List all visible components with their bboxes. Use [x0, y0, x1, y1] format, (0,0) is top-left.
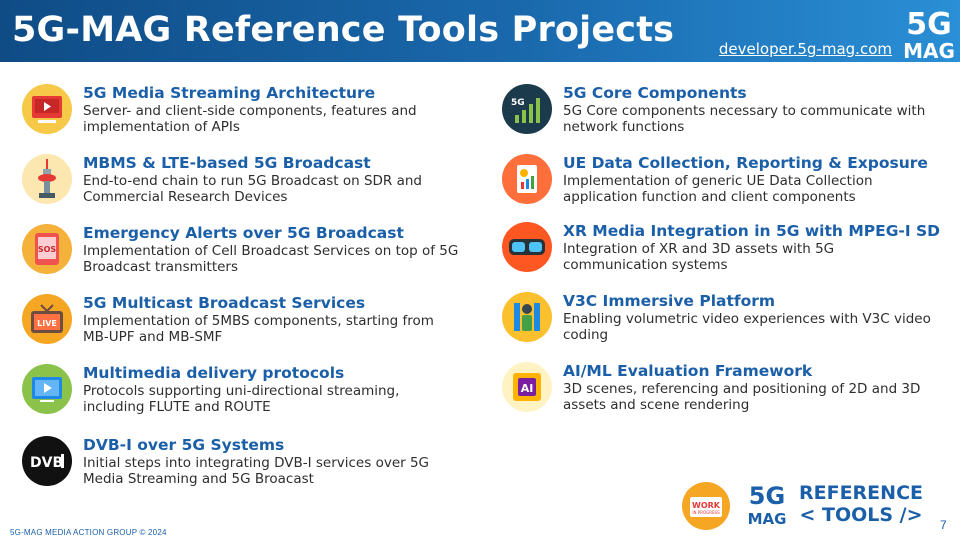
project-title: UE Data Collection, Reporting & Exposure [563, 154, 928, 172]
project-title: 5G Core Components [563, 84, 747, 102]
project-description: Server- and client-side components, feat… [83, 103, 417, 135]
work-in-progress-icon: WORK IN PROGRESS [682, 482, 730, 530]
svg-text:5G: 5G [749, 482, 785, 510]
live-tv-icon: LIVE [22, 294, 72, 344]
5g-signal-icon: 5G [502, 84, 552, 134]
project-description: Protocols supporting uni-directional str… [83, 383, 400, 415]
svg-text:5G: 5G [511, 98, 525, 108]
project-title: 5G Multicast Broadcast Services [83, 294, 366, 312]
svg-text:SOS: SOS [38, 245, 57, 254]
project-item-mbms-broadcast[interactable]: MBMS & LTE-based 5G Broadcast End-to-end… [22, 154, 462, 205]
project-item-delivery-protocols[interactable]: Multimedia delivery protocols Protocols … [22, 364, 462, 415]
project-item-dvb-i[interactable]: DVB DVB-I over 5G Systems Initial steps … [22, 436, 462, 487]
reference-line: REFERENCE [798, 482, 923, 504]
project-description: Implementation of 5MBS components, start… [83, 313, 434, 345]
project-title: DVB-I over 5G Systems [83, 436, 285, 454]
svg-text:DVB: DVB [30, 455, 63, 471]
tools-line: < TOOLS /> [799, 504, 923, 526]
svg-text:IN PROGRESS: IN PROGRESS [692, 510, 720, 515]
5g-mag-reference-logo-icon: 5G MAG [748, 482, 787, 528]
5g-mag-logo-icon: 5G MAG [903, 7, 955, 60]
svg-text:WORK: WORK [692, 501, 721, 510]
reference-tools-logo-text: REFERENCE < TOOLS /> [791, 482, 931, 526]
project-item-5g-core[interactable]: 5G 5G Core Components 5G Core components… [502, 84, 942, 135]
ai-chip-icon: AI [502, 362, 552, 412]
header-bar: 5G-MAG Reference Tools Projects develope… [0, 0, 960, 62]
svg-text:MAG: MAG [748, 510, 787, 528]
copyright-text: 5G-MAG MEDIA ACTION GROUP © 2024 [10, 528, 167, 537]
project-item-media-streaming[interactable]: 5G Media Streaming Architecture Server- … [22, 84, 462, 135]
project-description: Integration of XR and 3D assets with 5G … [563, 241, 835, 273]
svg-text:AI: AI [521, 382, 534, 395]
project-title: V3C Immersive Platform [563, 292, 776, 310]
volumetric-person-icon [502, 292, 552, 342]
broadcast-tower-icon [22, 154, 72, 204]
media-play-icon [22, 364, 72, 414]
project-title: MBMS & LTE-based 5G Broadcast [83, 154, 371, 172]
svg-text:LIVE: LIVE [37, 319, 57, 328]
project-description: Implementation of generic UE Data Collec… [563, 173, 873, 205]
project-item-xr-media[interactable]: XR Media Integration in 5G with MPEG-I S… [502, 222, 942, 273]
project-item-v3c-platform[interactable]: V3C Immersive Platform Enabling volumetr… [502, 292, 942, 343]
project-title: 5G Media Streaming Architecture [83, 84, 376, 102]
project-title: Emergency Alerts over 5G Broadcast [83, 224, 404, 242]
data-report-icon [502, 154, 552, 204]
sos-phone-icon: SOS [22, 224, 72, 274]
dvb-i-logo-icon: DVB [22, 436, 72, 486]
project-title: AI/ML Evaluation Framework [563, 362, 813, 380]
project-description: Initial steps into integrating DVB-I ser… [83, 455, 430, 487]
project-description: Enabling volumetric video experiences wi… [563, 311, 931, 343]
project-item-multicast-broadcast[interactable]: LIVE 5G Multicast Broadcast Services Imp… [22, 294, 462, 345]
project-title: Multimedia delivery protocols [83, 364, 345, 382]
project-title: XR Media Integration in 5G with MPEG-I S… [563, 222, 941, 240]
project-description: 5G Core components necessary to communic… [563, 103, 926, 135]
developer-link[interactable]: developer.5g-mag.com [718, 40, 892, 58]
project-item-emergency-alerts[interactable]: SOS Emergency Alerts over 5G Broadcast I… [22, 224, 462, 275]
page-number: 7 [940, 518, 947, 532]
project-item-ai-ml[interactable]: AI AI/ML Evaluation Framework 3D scenes,… [502, 362, 942, 413]
vr-headset-icon [502, 222, 552, 272]
project-description: End-to-end chain to run 5G Broadcast on … [83, 173, 422, 205]
logo-bottom-text: MAG [903, 39, 955, 60]
project-item-ue-data-collection[interactable]: UE Data Collection, Reporting & Exposure… [502, 154, 942, 205]
video-player-icon [22, 84, 72, 134]
project-description: Implementation of Cell Broadcast Service… [83, 243, 459, 275]
page-title: 5G-MAG Reference Tools Projects [12, 10, 675, 50]
logo-top-text: 5G [906, 7, 952, 42]
project-description: 3D scenes, referencing and positioning o… [563, 381, 921, 413]
